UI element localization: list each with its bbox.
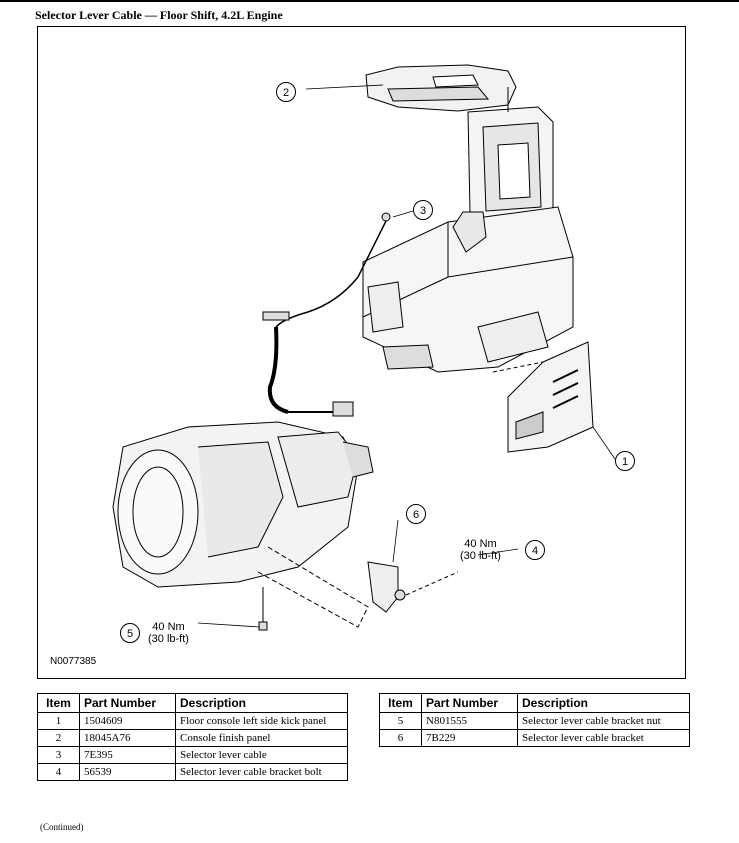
torque-spec-4: 40 Nm (30 lb-ft) bbox=[460, 538, 501, 562]
cell-part-number: 1504609 bbox=[79, 712, 176, 730]
parts-table-right: Item Part Number Description 5 N801555 S… bbox=[379, 693, 690, 747]
cell-description: Floor console left side kick panel bbox=[175, 712, 348, 730]
torque-4-metric: 40 Nm bbox=[464, 538, 497, 550]
cell-description: Selector lever cable bracket nut bbox=[517, 712, 690, 730]
cell-item: 2 bbox=[37, 729, 80, 747]
table-header-row: Item Part Number Description bbox=[379, 693, 690, 713]
col-header-part-number: Part Number bbox=[79, 693, 176, 713]
callout-5: 5 bbox=[120, 623, 140, 643]
cell-item: 3 bbox=[37, 746, 80, 764]
cell-item: 1 bbox=[37, 712, 80, 730]
table-row: 4 56539 Selector lever cable bracket bol… bbox=[37, 763, 348, 781]
cell-description: Selector lever cable bracket bolt bbox=[175, 763, 348, 781]
cell-part-number: 7B229 bbox=[421, 729, 518, 747]
continued-note: (Continued) bbox=[40, 822, 84, 832]
table-header-row: Item Part Number Description bbox=[37, 693, 348, 713]
table-row: 6 7B229 Selector lever cable bracket bbox=[379, 729, 690, 747]
torque-4-imperial: (30 lb-ft) bbox=[460, 550, 501, 562]
table-row: 1 1504609 Floor console left side kick p… bbox=[37, 712, 348, 730]
console-lid-drawing bbox=[467, 87, 554, 226]
cell-part-number: N801555 bbox=[421, 712, 518, 730]
cell-part-number: 56539 bbox=[79, 763, 176, 781]
col-header-part-number: Part Number bbox=[421, 693, 518, 713]
table-row: 5 N801555 Selector lever cable bracket n… bbox=[379, 712, 690, 730]
torque-spec-5: 40 Nm (30 lb-ft) bbox=[148, 621, 189, 645]
col-header-item: Item bbox=[379, 693, 422, 713]
cell-description: Selector lever cable bbox=[175, 746, 348, 764]
col-header-description: Description bbox=[517, 693, 690, 713]
parts-table-left: Item Part Number Description 1 1504609 F… bbox=[37, 693, 348, 781]
cable-bracket-drawing bbox=[367, 561, 459, 613]
figure-code: N0077385 bbox=[50, 656, 97, 667]
page-title: Selector Lever Cable — Floor Shift, 4.2L… bbox=[35, 8, 283, 22]
cell-part-number: 7E395 bbox=[79, 746, 176, 764]
bracket-bolt-drawing bbox=[258, 587, 268, 631]
cell-description: Console finish panel bbox=[175, 729, 348, 747]
callout-2: 2 bbox=[276, 82, 296, 102]
exploded-view-figure: 2 3 1 6 4 5 40 Nm (30 lb-ft) 40 Nm (30 l… bbox=[37, 26, 686, 679]
callout-3: 3 bbox=[413, 200, 433, 220]
col-header-item: Item bbox=[37, 693, 80, 713]
table-row: 2 18045A76 Console finish panel bbox=[37, 729, 348, 747]
cell-description: Selector lever cable bracket bbox=[517, 729, 690, 747]
floor-console-drawing bbox=[362, 206, 574, 373]
torque-5-imperial: (30 lb-ft) bbox=[148, 633, 189, 645]
callout-6: 6 bbox=[406, 504, 426, 524]
exploded-view-drawing bbox=[112, 64, 616, 631]
cell-item: 6 bbox=[379, 729, 422, 747]
selector-cable-drawing bbox=[262, 212, 391, 417]
kick-panel-drawing bbox=[492, 341, 594, 453]
col-header-description: Description bbox=[175, 693, 348, 713]
callout-1: 1 bbox=[615, 451, 635, 471]
transmission-drawing bbox=[112, 421, 374, 628]
torque-5-metric: 40 Nm bbox=[152, 621, 185, 633]
cell-item: 4 bbox=[37, 763, 80, 781]
cell-part-number: 18045A76 bbox=[79, 729, 176, 747]
cell-item: 5 bbox=[379, 712, 422, 730]
console-finish-panel-drawing bbox=[365, 64, 517, 112]
table-row: 3 7E395 Selector lever cable bbox=[37, 746, 348, 764]
callout-4: 4 bbox=[525, 540, 545, 560]
top-rule bbox=[0, 0, 739, 2]
callout-leaders bbox=[197, 84, 616, 628]
